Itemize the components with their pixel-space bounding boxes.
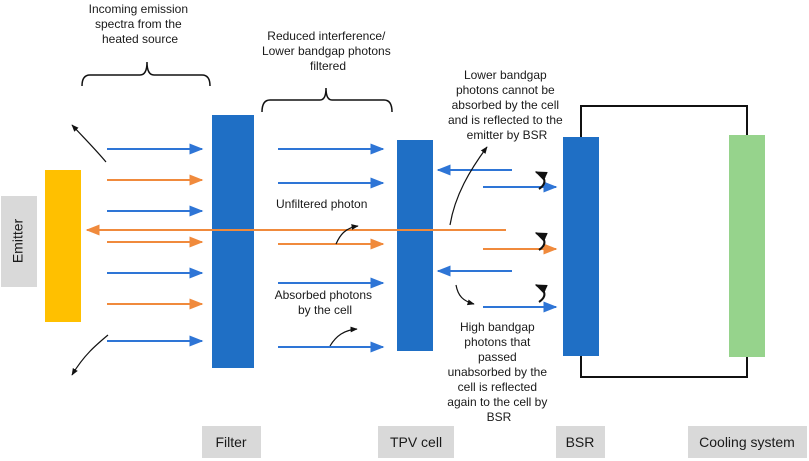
emitter-filter-arrows [107, 143, 204, 347]
svg-text:Cooling system: Cooling system [699, 434, 795, 450]
bsr-block [563, 137, 599, 356]
high-bandgap-label: High bandgap photons that passed unabsor… [447, 320, 550, 424]
filter-block [212, 115, 254, 368]
reflection-curl-icons [534, 171, 548, 303]
cooling-block [729, 135, 765, 357]
reduced-interference-label: Reduced interference/ Lower bandgap phot… [262, 29, 394, 73]
cooling-loop [580, 105, 748, 378]
tpv-cell-caption: TPV cell [378, 426, 454, 458]
absorbed-photons-label: Absorbed photons by the cell [275, 288, 376, 317]
incoming-emission-label: Incoming emission spectra from the heate… [89, 2, 192, 46]
callout-arrows [71, 124, 488, 376]
cooling-system-caption: Cooling system [688, 426, 807, 458]
filter-caption: Filter [202, 426, 261, 458]
svg-text:Emitter: Emitter [10, 218, 26, 263]
bsr-caption: BSR [556, 426, 605, 458]
tpv-cell-block [397, 140, 433, 351]
svg-text:TPV cell: TPV cell [390, 434, 442, 450]
filter-tpv-arrows [278, 143, 385, 353]
incoming-brace [81, 61, 211, 87]
unfiltered-photon-label: Unfiltered photon [276, 197, 367, 211]
reduced-brace [261, 87, 393, 113]
tpv-bsr-arrows [436, 164, 558, 313]
svg-text:Filter: Filter [215, 434, 246, 450]
lower-bandgap-label: Lower bandgap photons cannot be absorbed… [448, 68, 566, 142]
emitter-caption: Emitter [1, 196, 37, 287]
emitter-block [45, 170, 81, 322]
svg-text:BSR: BSR [566, 434, 595, 450]
